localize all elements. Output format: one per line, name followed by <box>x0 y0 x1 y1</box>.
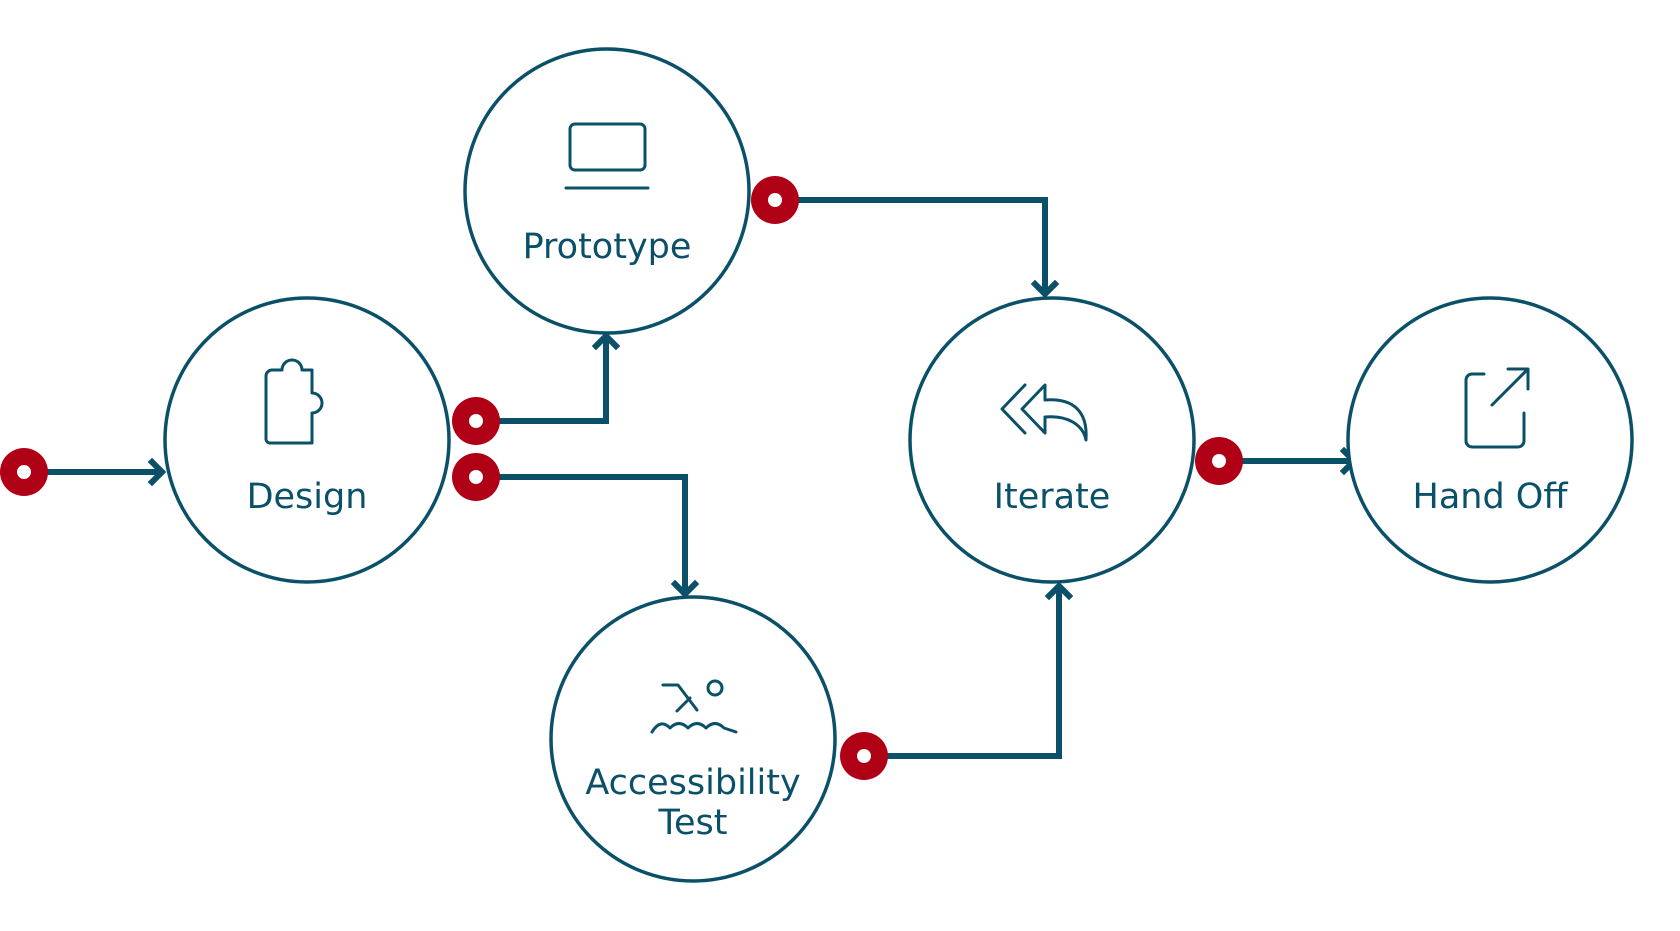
connector-dot-iterate[interactable] <box>1195 437 1243 485</box>
connector-dot-design-bottom[interactable] <box>452 453 500 501</box>
connector-dot-prototype[interactable] <box>751 176 799 224</box>
puzzle-piece-icon <box>264 358 324 445</box>
reply-all-icon <box>1000 383 1088 442</box>
external-link-icon <box>1464 367 1530 449</box>
node-iterate[interactable]: Iterate <box>908 296 1196 584</box>
edge-design-to-prototype <box>476 331 621 424</box>
node-label-line2: Test <box>658 803 728 843</box>
swimmer-icon <box>650 679 738 734</box>
edge-prototype-to-iterate <box>775 197 1060 299</box>
edge-design-to-accessibility <box>476 474 700 599</box>
laptop-icon <box>564 122 650 190</box>
node-prototype[interactable]: Prototype <box>463 47 751 335</box>
edge-accessibility-to-iterate <box>864 581 1074 759</box>
node-design[interactable]: Design <box>163 296 451 584</box>
node-accessibility-test[interactable]: Accessibility Test <box>549 595 837 883</box>
node-label: Design <box>247 477 368 517</box>
node-hand-off[interactable]: Hand Off <box>1346 296 1634 584</box>
connector-dots <box>0 176 1243 780</box>
connector-dot-design-top[interactable] <box>452 397 500 445</box>
connector-dot-accessibility[interactable] <box>840 732 888 780</box>
node-label: Hand Off <box>1413 477 1569 517</box>
node-label: Iterate <box>994 477 1111 517</box>
connector-dot-start[interactable] <box>0 448 48 496</box>
node-label: Prototype <box>523 227 692 267</box>
node-label-line1: Accessibility <box>585 763 800 803</box>
